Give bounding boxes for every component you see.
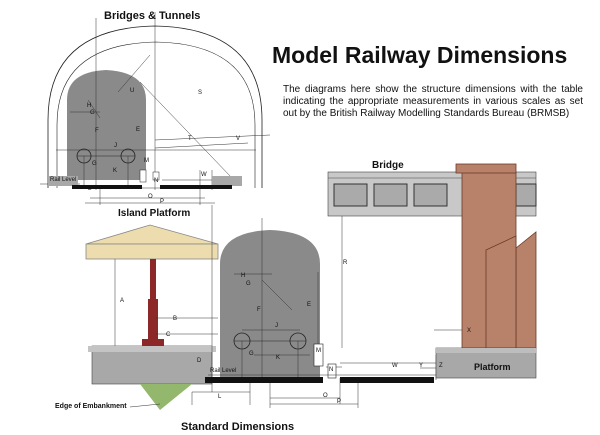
label-t-small: T (188, 136, 192, 142)
tunnel-diagram: H G U S F E T V J K G M N W O P L (40, 12, 271, 205)
deck-panel (515, 183, 537, 207)
label-k: K (276, 355, 280, 361)
bridge-letters: R X W Y Z (343, 260, 471, 369)
canopy-column-base (142, 339, 164, 347)
marker-small (152, 171, 160, 181)
label-u-small: U (130, 88, 134, 94)
abutment-step (485, 235, 517, 349)
page-title: Model Railway Dimensions (272, 42, 568, 68)
section-title-standard-dimensions: Standard Dimensions (181, 421, 295, 433)
marker-small (139, 169, 147, 183)
label-k-small: K (113, 168, 117, 174)
section-title-bridge: Bridge (372, 160, 404, 171)
gauge-line (139, 81, 233, 179)
label-s-small: S (198, 90, 202, 96)
label-h: H (241, 273, 245, 279)
label-m: M (316, 348, 321, 354)
label-h-small: H (87, 103, 91, 109)
canopy-column-lower (148, 299, 158, 339)
bridge-diagram: R X W Y Z (327, 163, 537, 380)
island-platform-edge (88, 346, 216, 352)
label-c: C (166, 332, 171, 338)
label-n-small: N (154, 178, 158, 184)
island-platform (91, 345, 213, 385)
label-e: E (307, 302, 311, 308)
tunnel-inner-arch (56, 41, 256, 188)
canopy-fascia (85, 243, 219, 260)
label-g2-small: G (92, 161, 97, 167)
deck-panel (333, 183, 368, 207)
canopy-column (150, 259, 156, 299)
label-r: R (343, 260, 348, 266)
label-n: N (329, 367, 333, 373)
label-o-small: O (148, 194, 153, 200)
island-letters: A B C D L (120, 298, 222, 400)
label-l: L (218, 394, 222, 400)
label-d: D (197, 358, 202, 364)
label-g2: G (249, 351, 254, 357)
embankment-pointer (129, 403, 161, 408)
canopy-roof (85, 224, 219, 245)
gauge-line (261, 279, 293, 311)
section-title-bridges-tunnels: Bridges & Tunnels (104, 10, 201, 22)
platform-small (48, 176, 78, 186)
platform-right-edge (436, 348, 536, 353)
pier-cap (455, 163, 517, 174)
rail-level-label-bottom: Rail Level (210, 368, 237, 374)
gauge-line (87, 99, 101, 119)
sleeper-small (72, 185, 142, 189)
label-y: Y (419, 363, 423, 369)
section-title-island-platform: Island Platform (118, 208, 191, 219)
track-sleeper (205, 377, 323, 383)
loading-gauge-small (67, 70, 146, 180)
check-rail-marker (327, 363, 337, 379)
label-g: G (246, 281, 251, 287)
intro-paragraph: The diagrams here show the structure dim… (283, 84, 583, 119)
island-platform-diagram: A B C D L (85, 205, 251, 410)
edge-of-embankment-label: Edge of Embankment (55, 403, 127, 410)
label-g-small: G (90, 110, 95, 116)
label-w-small: W (201, 172, 207, 178)
label-e-small: E (136, 127, 140, 133)
label-z: Z (439, 363, 443, 369)
standard-dimensions-diagram: H G F E J K G M N O P (205, 218, 436, 408)
gauge-line (117, 54, 151, 93)
loading-gauge (220, 230, 320, 378)
label-l-small: L (88, 186, 92, 192)
platform-small-right (212, 176, 242, 186)
abutment (515, 231, 537, 349)
label-b: B (173, 316, 177, 322)
deck-panel (373, 183, 408, 207)
embankment (140, 384, 192, 410)
rail-level-label-top: Rail Level (50, 177, 77, 183)
standard-letters: H G F E J K G M N O P (241, 273, 341, 405)
label-p: P (337, 399, 341, 405)
gauge-line (154, 142, 249, 149)
gauge-line (154, 134, 271, 141)
check-rail-marker (313, 343, 324, 367)
label-x: X (467, 328, 471, 334)
label-v-small: V (236, 136, 240, 142)
platform-label: Platform (474, 362, 511, 372)
label-a: A (120, 298, 124, 304)
label-m-small: M (144, 158, 149, 164)
label-j: J (275, 323, 278, 329)
label-w: W (392, 363, 398, 369)
label-j-small: J (114, 143, 117, 149)
track-sleeper (340, 377, 434, 383)
sleeper-small (160, 185, 232, 189)
label-p-small: P (160, 199, 164, 205)
label-f: F (257, 307, 261, 313)
deck-panel (413, 183, 448, 207)
tunnel-letters: H G U S F E T V J K G M N W O P L (87, 88, 240, 205)
label-o: O (323, 393, 328, 399)
label-f-small: F (95, 128, 99, 134)
